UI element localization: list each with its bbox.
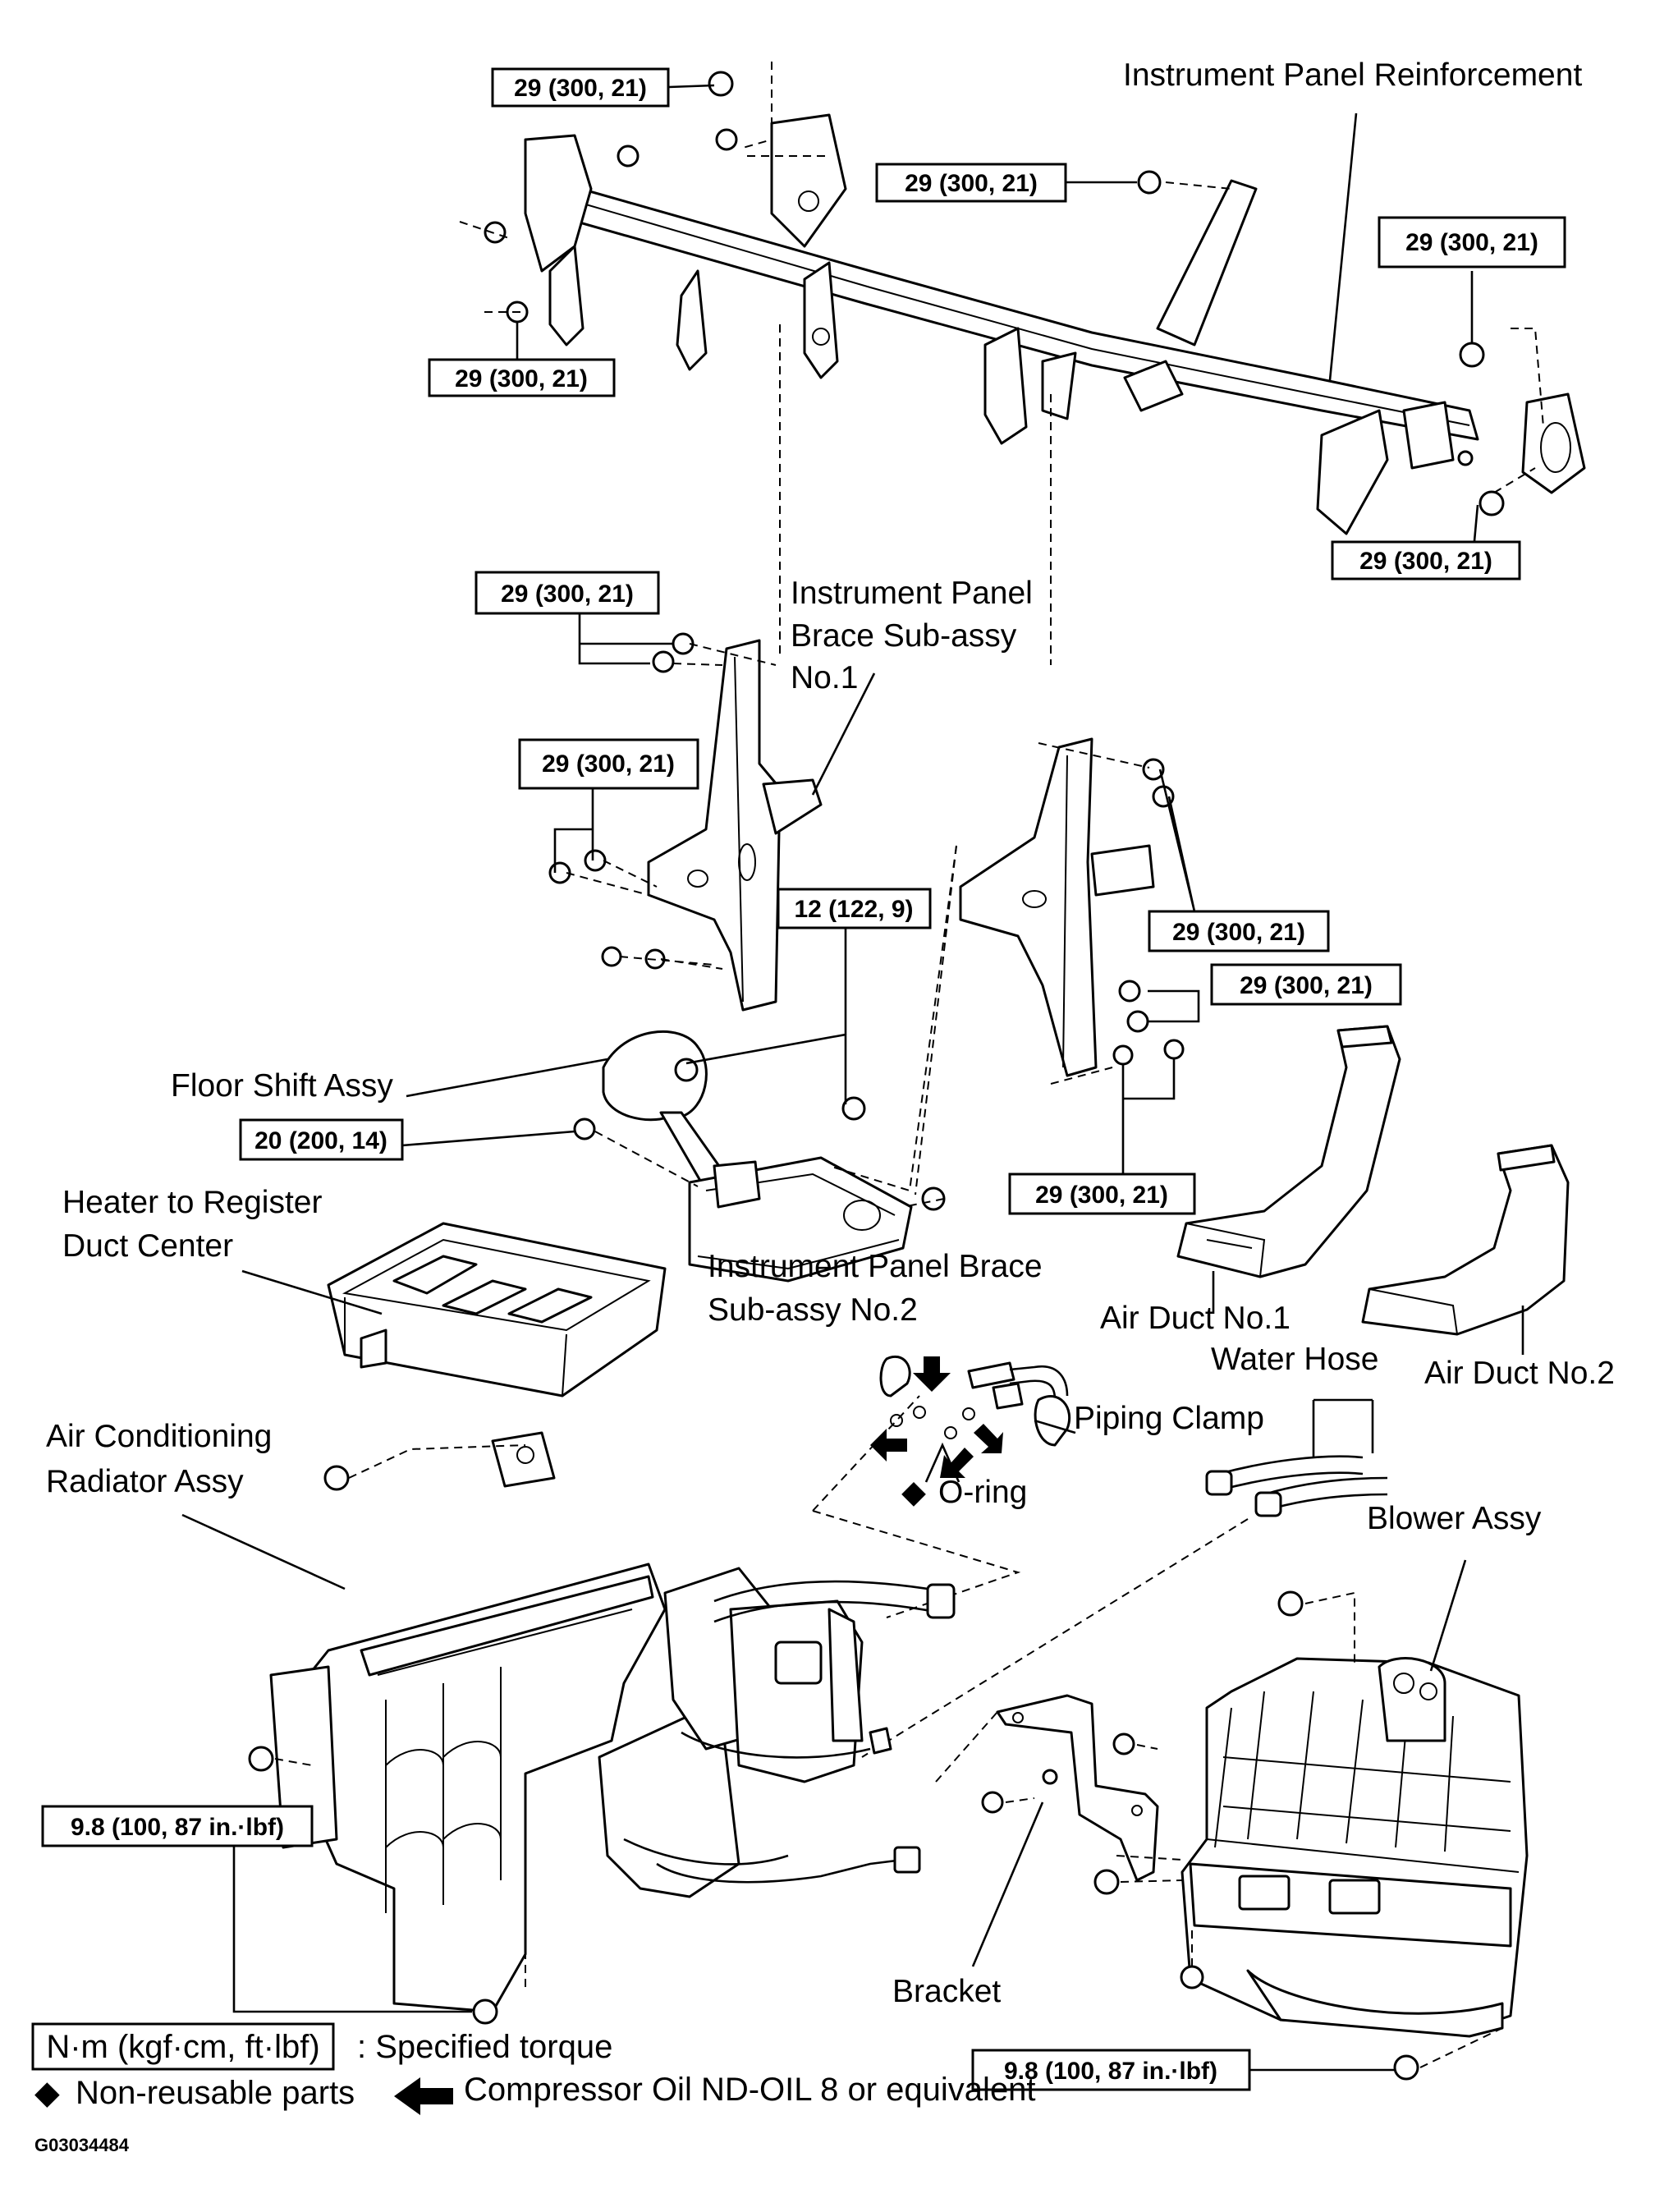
unit-box xyxy=(31,2022,335,2071)
torque-box: 29 (300, 21) xyxy=(518,738,699,790)
bolt-icon xyxy=(323,1465,350,1491)
blower-leaders xyxy=(1120,1559,1503,2072)
svg-text:9.8 (100, 87 in.·lbf): 9.8 (100, 87 in.·lbf) xyxy=(1004,2058,1217,2085)
torque-box: 20 (200, 14) xyxy=(239,1118,404,1161)
brace-no1-leaders xyxy=(553,613,876,970)
label-floor-shift-assy: Floor Shift Assy xyxy=(171,1068,393,1104)
torque-box: 29 (300, 21) xyxy=(1378,216,1566,268)
label-bracket: Bracket xyxy=(892,1974,1001,2009)
air-duct-no1 xyxy=(1176,1025,1401,1278)
label-heater-duct-line2: Duct Center xyxy=(62,1228,233,1264)
svg-text:29 (300, 21): 29 (300, 21) xyxy=(1240,972,1373,999)
bolt-icon xyxy=(1093,1869,1120,1895)
figure-code: G03034484 xyxy=(34,2135,130,2155)
label-blower-assy: Blower Assy xyxy=(1367,1501,1542,1536)
diamond-icon: ◆ xyxy=(901,1475,926,1510)
ac-radiator-assy xyxy=(248,1431,956,2025)
legend: N·m (kgf·cm, ft·lbf) : Specified torque … xyxy=(31,2022,1036,2155)
svg-text:29 (300, 21): 29 (300, 21) xyxy=(1405,229,1538,256)
svg-text:20 (200, 14): 20 (200, 14) xyxy=(254,1127,387,1154)
svg-text:29 (300, 21): 29 (300, 21) xyxy=(455,365,588,392)
label-ip-brace-no1-line2: Brace Sub-assy xyxy=(791,618,1017,654)
label-piping-clamp: Piping Clamp xyxy=(1074,1401,1264,1436)
unit-box-text: N·m (kgf·cm, ft·lbf) xyxy=(46,2029,319,2065)
bracket xyxy=(981,1694,1159,1882)
svg-text:29 (300, 21): 29 (300, 21) xyxy=(1172,919,1305,946)
torque-box: 29 (300, 21) xyxy=(1331,540,1521,581)
bolt-icon xyxy=(1277,1590,1304,1617)
arrow-left-icon xyxy=(394,2077,453,2115)
torque-box: 29 (300, 21) xyxy=(428,358,616,397)
label-ip-brace-no2-line1: Instrument Panel Brace xyxy=(708,1249,1043,1284)
bolt-icon xyxy=(708,71,734,97)
floor-shift-leaders xyxy=(401,845,957,1208)
svg-text:29 (300, 21): 29 (300, 21) xyxy=(542,750,675,778)
fasteners-top xyxy=(484,71,1505,516)
torque-specs: 29 (300, 21) 29 (300, 21) 29 (300, 21) 2… xyxy=(41,67,1566,2091)
non-reusable-text: Non-reusable parts xyxy=(76,2075,355,2111)
torque-box: 29 (300, 21) xyxy=(1210,963,1402,1006)
label-ac-radiator-line2: Radiator Assy xyxy=(46,1464,244,1499)
svg-text:12 (122, 9): 12 (122, 9) xyxy=(794,896,913,923)
torque-box: 9.8 (100, 87 in.·lbf) xyxy=(971,2049,1251,2091)
air-duct-no2 xyxy=(1361,1144,1570,1336)
svg-text:9.8 (100, 87 in.·lbf): 9.8 (100, 87 in.·lbf) xyxy=(71,1814,284,1841)
svg-text:29 (300, 21): 29 (300, 21) xyxy=(1359,548,1492,575)
label-instrument-panel-reinforcement: Instrument Panel Reinforcement xyxy=(1123,57,1582,93)
torque-box: 29 (300, 21) xyxy=(875,163,1067,203)
instrument-panel-brace-no2 xyxy=(959,737,1185,1077)
bracket-leaders xyxy=(935,1711,1183,1967)
svg-text:29 (300, 21): 29 (300, 21) xyxy=(905,170,1038,197)
nut-icon xyxy=(1393,2054,1419,2081)
instrument-panel-brace-no1 xyxy=(548,632,823,1012)
heater-to-register-duct xyxy=(327,1222,667,1397)
torque-box: 29 (300, 21) xyxy=(491,67,670,108)
label-ip-brace-no1-line3: No.1 xyxy=(791,660,858,695)
floor-shift-assy xyxy=(573,1030,946,1283)
torque-box: 12 (122, 9) xyxy=(777,888,932,929)
air-duct-leaders xyxy=(1212,1271,1524,1355)
label-water-hose: Water Hose xyxy=(1211,1342,1378,1377)
nut-icon xyxy=(1459,342,1485,368)
torque-box: 29 (300, 21) xyxy=(474,571,660,615)
svg-text:29 (300, 21): 29 (300, 21) xyxy=(501,581,634,608)
instrument-panel-reinforcement xyxy=(524,113,1586,535)
label-o-ring: O-ring xyxy=(938,1475,1027,1510)
label-ip-brace-no1-line1: Instrument Panel xyxy=(791,576,1033,611)
torque-box: 29 (300, 21) xyxy=(1008,1173,1196,1215)
ac-radiator-leaders xyxy=(181,1444,526,2013)
water-hose xyxy=(861,1398,1388,1758)
blower-assy xyxy=(1093,1590,1529,2081)
piping-detail xyxy=(812,1355,1076,1618)
label-ip-brace-no2-line2: Sub-assy No.2 xyxy=(708,1292,918,1328)
torque-box: 29 (300, 21) xyxy=(1148,910,1330,952)
compressor-oil-text: Compressor Oil ND-OIL 8 or equivalent xyxy=(464,2072,1036,2108)
part-labels: Instrument Panel Reinforcement Instrumen… xyxy=(46,57,1615,2009)
svg-text:29 (300, 21): 29 (300, 21) xyxy=(514,75,647,102)
label-air-duct-no1: Air Duct No.1 xyxy=(1100,1301,1291,1336)
label-air-duct-no2: Air Duct No.2 xyxy=(1424,1356,1615,1391)
brace-no2-leaders xyxy=(915,742,1200,1195)
label-heater-duct-line1: Heater to Register xyxy=(62,1185,322,1220)
specified-torque-text: : Specified torque xyxy=(357,2029,612,2065)
diamond-icon: ◆ xyxy=(34,2075,60,2111)
label-ac-radiator-line1: Air Conditioning xyxy=(46,1419,272,1454)
bolt-icon xyxy=(248,1746,274,1772)
svg-text:29 (300, 21): 29 (300, 21) xyxy=(1035,1182,1168,1209)
torque-box: 9.8 (100, 87 in.·lbf) xyxy=(41,1805,314,1847)
nut-icon xyxy=(472,1999,498,2025)
